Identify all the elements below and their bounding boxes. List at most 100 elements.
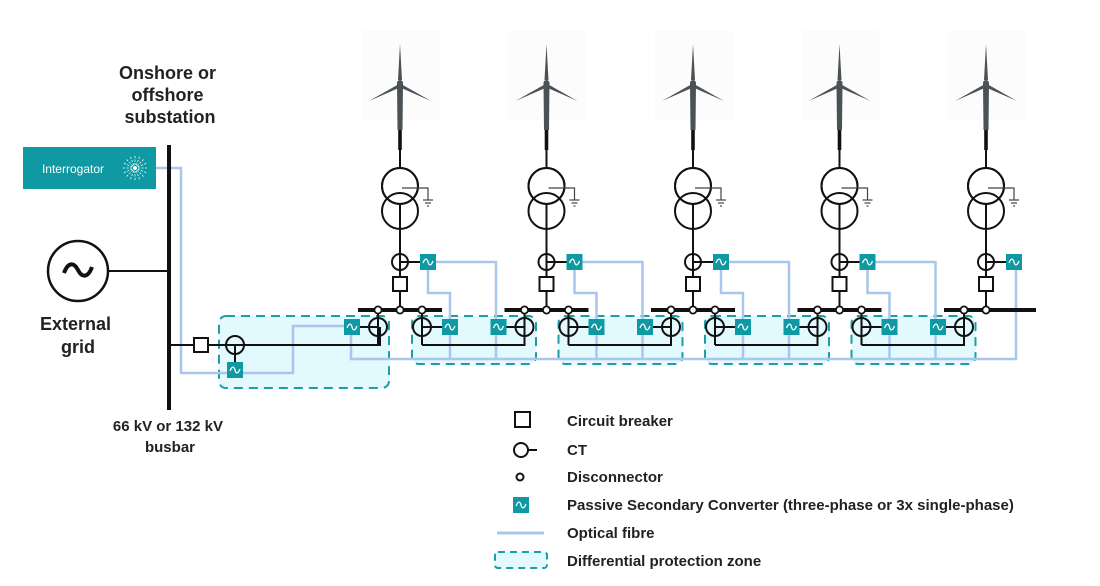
psc-icon: [859, 254, 876, 270]
psc-icon: [490, 319, 507, 335]
legend-ct-icon: [513, 442, 529, 458]
disconnector-icon: [835, 305, 845, 315]
turbine-base: [691, 130, 695, 150]
ct-icon: [514, 317, 535, 337]
laser-starburst-icon: [122, 155, 148, 181]
external-grid-label: External grid: [40, 314, 116, 357]
turbine-tower: [983, 83, 989, 130]
starburst-ray: [122, 168, 133, 174]
psc-icon: [881, 319, 898, 335]
turbine-blade: [369, 84, 401, 101]
ct-icon: [977, 253, 995, 271]
starburst-ray: [135, 170, 141, 181]
disconnector-icon: [564, 305, 574, 315]
wire: [169, 327, 381, 346]
starburst-ray: [129, 155, 135, 166]
starburst-ray: [136, 169, 145, 178]
optical-fibre-line: [573, 262, 598, 327]
earth-ground-icon: [569, 199, 580, 207]
interrogator: Interrogator: [23, 147, 156, 189]
turbine-blade: [838, 84, 871, 101]
transformer-outline: [820, 167, 859, 205]
wind-turbine-icon: [508, 30, 587, 150]
legend-label-protection-zone: Differential protection zone: [567, 553, 761, 570]
optical-fibre-line: [721, 260, 791, 327]
turbine-hub: [690, 80, 696, 86]
disconnector-icon: [373, 305, 383, 315]
wind-turbine-icon: [948, 30, 1026, 150]
devices: [193, 167, 1022, 378]
psc-icon: [783, 319, 800, 335]
ct-icon: [412, 317, 432, 337]
turbine-blade: [955, 84, 987, 101]
ct-icon: [954, 317, 974, 337]
psc-icon: [442, 319, 458, 335]
legend-label-optical-fibre: Optical fibre: [567, 525, 655, 542]
ct-icon: [225, 335, 245, 355]
starburst-ray: [135, 155, 141, 166]
turbine-blade: [985, 84, 1017, 101]
transformer-winding-lower: [381, 192, 419, 230]
disconnector-icon: [981, 305, 991, 315]
disconnector-icon: [520, 305, 530, 315]
psc-icon: [344, 319, 360, 335]
earth-line: [988, 187, 1015, 200]
optical-fibres: [156, 166, 1018, 375]
psc-icon: [1006, 254, 1022, 270]
earth-ground-icon: [1009, 199, 1019, 207]
turbine-base: [544, 130, 549, 150]
ac-sine-icon: [62, 262, 94, 278]
psc-icon: [588, 319, 605, 335]
starburst-center: [133, 166, 137, 170]
optical-fibre-line: [867, 260, 937, 327]
circuit-breaker-icon: [831, 276, 848, 292]
legend-circuit-breaker-icon: [514, 411, 531, 428]
starburst-ray: [137, 162, 148, 168]
ct-icon: [661, 317, 681, 337]
external-grid-source: [46, 239, 168, 303]
psc-icon: [227, 362, 243, 378]
turbine-blade: [545, 84, 578, 101]
turbine-blade: [984, 44, 988, 80]
disconnector-icon: [710, 305, 720, 315]
earth-ground-icon: [716, 199, 726, 207]
optical-fibre-line: [719, 262, 745, 327]
legend-disconnector-icon: [515, 472, 525, 482]
disconnector-icon: [666, 305, 676, 315]
earth-line: [548, 187, 576, 200]
turbine-blade: [808, 84, 841, 101]
legend: Circuit breaker CT Disconnector Passive …: [494, 411, 1014, 570]
optical-fibre-line: [450, 262, 1018, 361]
turbine-blade: [399, 84, 431, 101]
turbine-blade: [544, 44, 549, 80]
disconnector-icon: [813, 305, 823, 315]
turbine-hub: [983, 80, 989, 86]
legend-psc-icon: [513, 497, 529, 513]
legend-label-psc: Passive Secondary Converter (three-phase…: [567, 497, 1014, 514]
optical-fibre-line: [349, 328, 450, 361]
legend-label-disconnector: Disconnector: [567, 469, 663, 486]
turbine-hub: [543, 80, 550, 86]
turbine-blade: [837, 44, 842, 80]
turbine-hub: [836, 80, 843, 86]
disconnector-icon: [542, 305, 552, 315]
turbine-tower: [397, 83, 403, 130]
earth-ground-icon: [862, 199, 873, 207]
wind-turbine-icon: [362, 30, 440, 150]
wind-turbine-icon: [801, 30, 880, 150]
turbine-base: [837, 130, 842, 150]
substation-label: Onshore or offshore substation: [119, 63, 221, 127]
transformer-winding-lower: [674, 192, 712, 230]
busbar-label: 66 kV or 132 kV busbar: [113, 418, 227, 456]
psc-icon: [637, 319, 653, 335]
interrogator-label: Interrogator: [42, 162, 104, 176]
transformer-winding-lower: [967, 192, 1005, 230]
disconnector-icon: [395, 305, 405, 315]
transformer-outline: [967, 167, 1005, 205]
ct-icon: [684, 253, 702, 271]
earth-ground-icon: [423, 199, 433, 207]
ct-icon: [851, 317, 872, 337]
turbine-base: [984, 130, 988, 150]
transformer-outline: [381, 167, 419, 205]
